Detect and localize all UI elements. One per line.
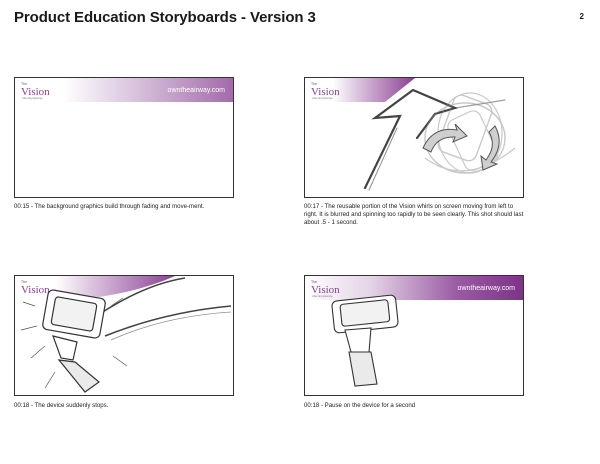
device-sketch — [331, 294, 399, 387]
device-sketch — [42, 289, 106, 393]
storyboard-frame-2: The Vision video laryngoscope — [304, 77, 524, 198]
website-text: owntheairway.com — [168, 87, 226, 94]
frame-3-caption: 00:18 - The device suddenly stops. — [14, 402, 109, 409]
logo-subtitle: video laryngoscope — [312, 295, 333, 298]
blurred-device-sketch — [424, 92, 516, 174]
frame-1-artwork: The Vision video laryngoscope owntheairw… — [15, 78, 233, 102]
vision-logo: Vision — [311, 86, 340, 98]
page-number: 2 — [579, 12, 584, 21]
storyboard-frame-4: The Vision video laryngoscope owntheairw… — [304, 275, 524, 396]
vision-logo: Vision — [21, 284, 50, 296]
frame-3-artwork: The Vision — [15, 276, 232, 393]
rotation-arrows — [422, 123, 500, 171]
impact-lines — [20, 297, 128, 389]
logo-small-text: The — [311, 82, 317, 86]
frame-1-caption: 00:15 - The background graphics build th… — [14, 203, 205, 210]
logo-small-text: The — [21, 82, 27, 86]
frame-4-artwork: The Vision video laryngoscope owntheairw… — [305, 276, 523, 387]
vision-logo: Vision — [311, 284, 340, 296]
website-text: owntheairway.com — [458, 285, 516, 292]
storyboard-frame-1: The Vision video laryngoscope owntheairw… — [14, 77, 234, 198]
sweep-arrow-sketch — [363, 88, 506, 191]
frame-4-caption: 00:18 - Pause on the device for a second — [304, 402, 416, 409]
logo-subtitle: video laryngoscope — [22, 97, 43, 100]
storyboard-frame-3: The Vision — [14, 275, 234, 396]
logo-subtitle: video laryngoscope — [312, 97, 333, 100]
frame-2-caption: 00:17 - The reusable portion of the Visi… — [304, 203, 524, 227]
page-title: Product Education Storyboards - Version … — [14, 9, 316, 26]
vision-logo: Vision — [21, 86, 50, 98]
logo-small-text: The — [311, 280, 317, 284]
frame-2-artwork: The Vision video laryngoscope — [305, 78, 516, 191]
logo-small-text: The — [21, 280, 27, 284]
